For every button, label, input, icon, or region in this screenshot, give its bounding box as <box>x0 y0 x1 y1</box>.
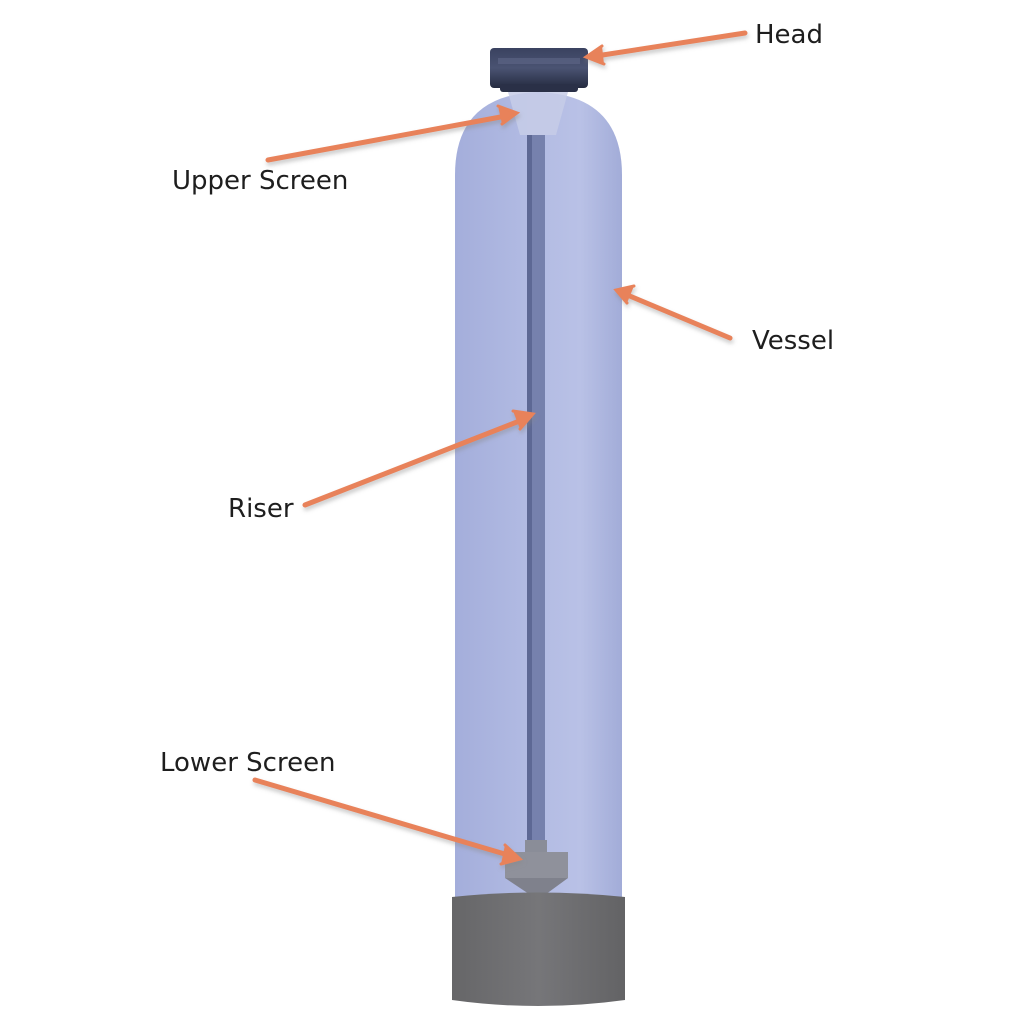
vessel-arrow <box>613 284 733 341</box>
lower-screen <box>505 840 568 900</box>
head-arrow <box>582 30 748 66</box>
base <box>452 892 625 1006</box>
upper-screen-arrow <box>265 104 521 163</box>
label-vessel: Vessel <box>752 326 835 356</box>
riser-arrow <box>302 409 536 508</box>
label-riser: Riser <box>228 494 294 524</box>
lower-screen-arrow <box>252 777 524 866</box>
head <box>490 48 588 92</box>
riser <box>527 135 545 853</box>
upper-screen <box>508 92 568 135</box>
label-head: Head <box>755 20 823 50</box>
label-upper-screen: Upper Screen <box>172 166 349 196</box>
label-lower-screen: Lower Screen <box>160 748 336 778</box>
